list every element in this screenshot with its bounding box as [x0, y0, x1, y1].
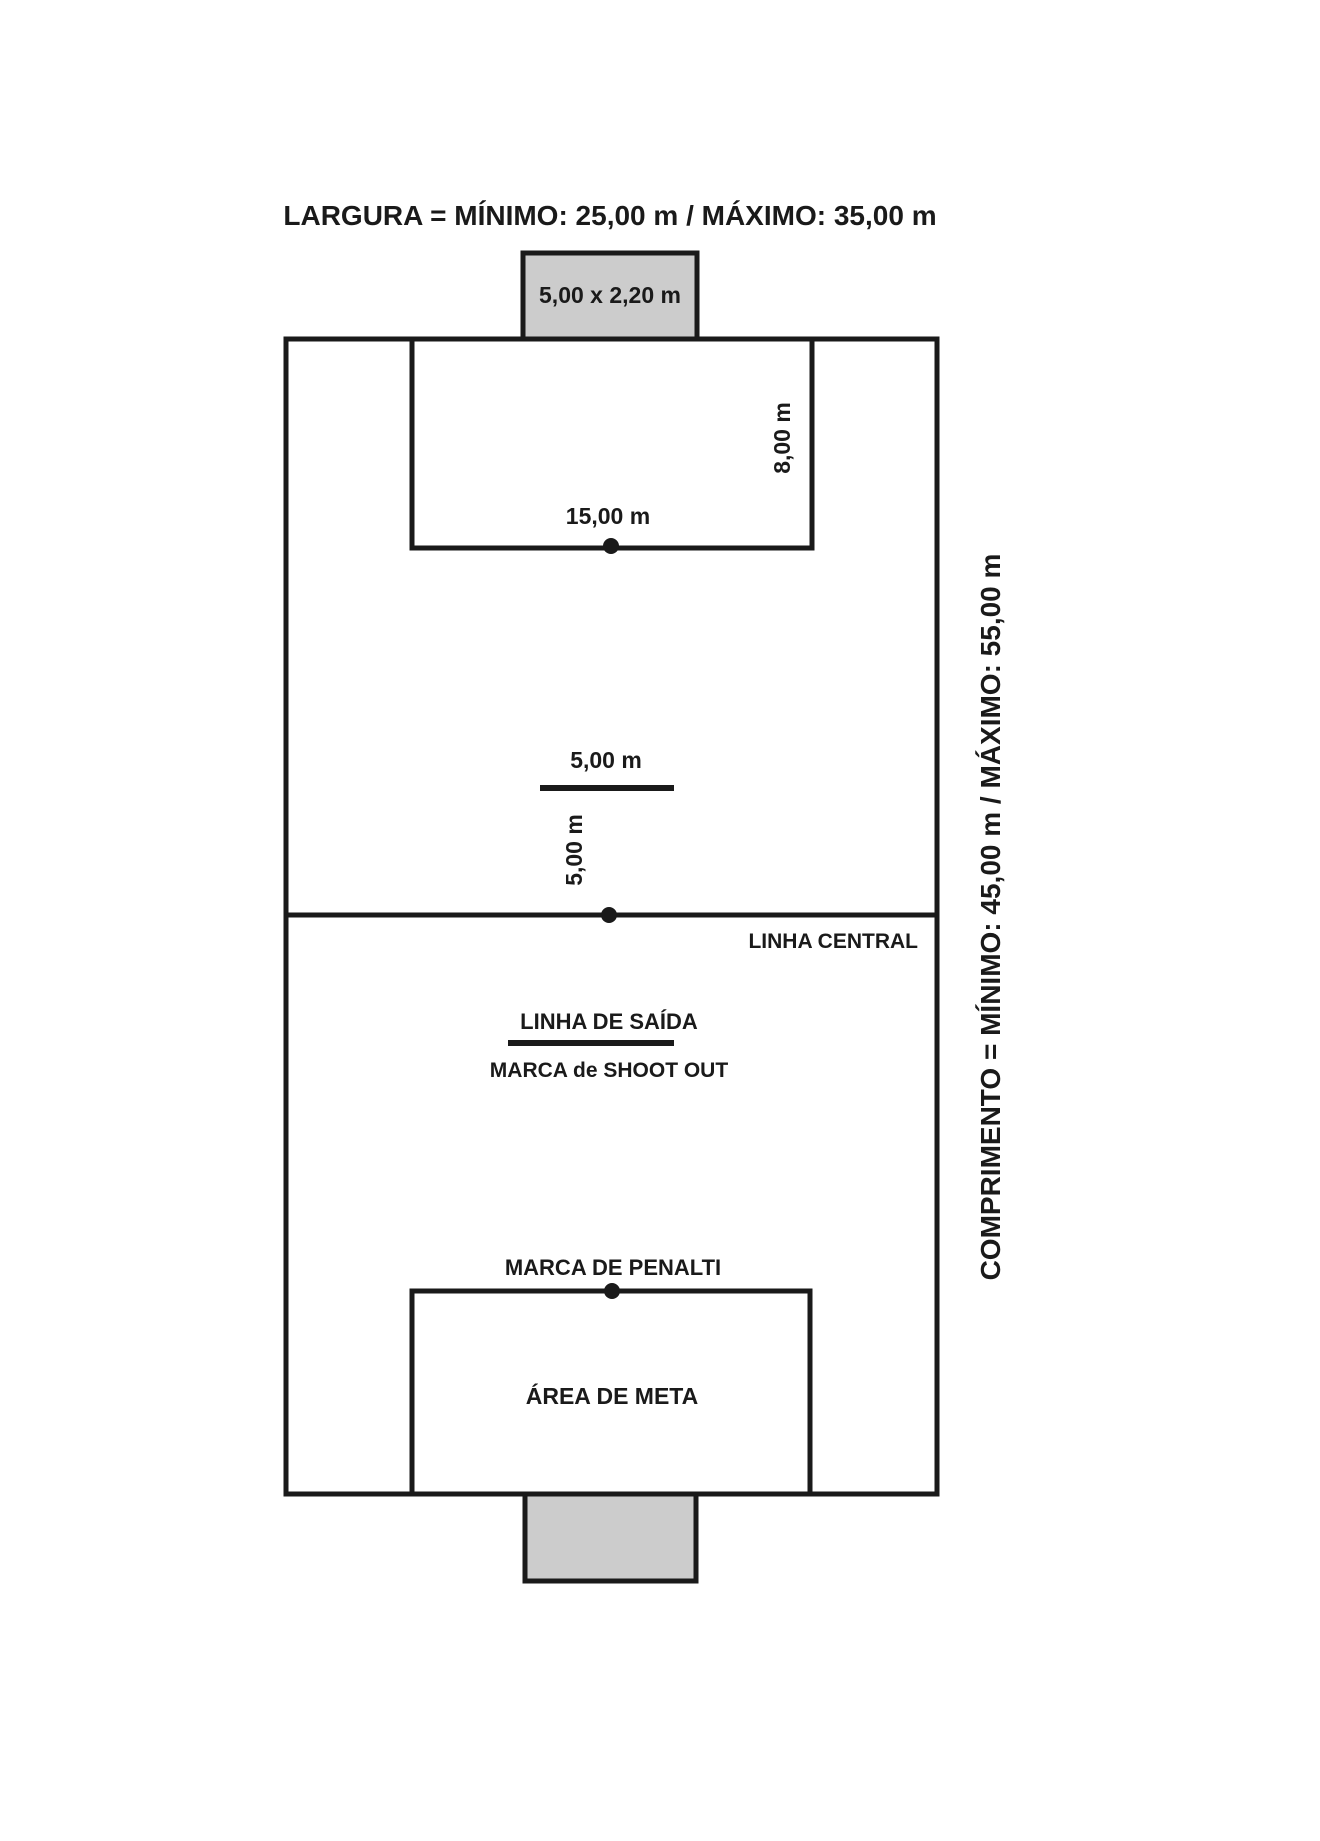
goal-area-label: ÁREA DE META [526, 1382, 699, 1409]
penalty-mark-label: MARCA DE PENALTI [505, 1255, 721, 1280]
shootout-width-label: 5,00 m [570, 747, 642, 773]
bottom-goal [522, 1491, 699, 1584]
center-line-label: LINHA CENTRAL [748, 930, 918, 953]
exit-line-label: LINHA DE SAÍDA [520, 1009, 698, 1034]
area-width-label: 15,00 m [566, 503, 650, 529]
shootout-distance-label: 5,00 m [561, 814, 587, 886]
center-mark [601, 907, 617, 923]
width-spec-label: LARGURA = MÍNIMO: 25,00 m / MÁXIMO: 35,0… [283, 200, 936, 231]
goal-size-label: 5,00 x 2,20 m [539, 282, 681, 308]
area-depth-label: 8,00 m [769, 402, 795, 474]
top-penalty-mark [603, 538, 619, 554]
shootout-mark-label: MARCA de SHOOT OUT [490, 1059, 729, 1082]
length-spec-label: COMPRIMENTO = MÍNIMO: 45,00 m / MÁXIMO: … [975, 554, 1006, 1281]
